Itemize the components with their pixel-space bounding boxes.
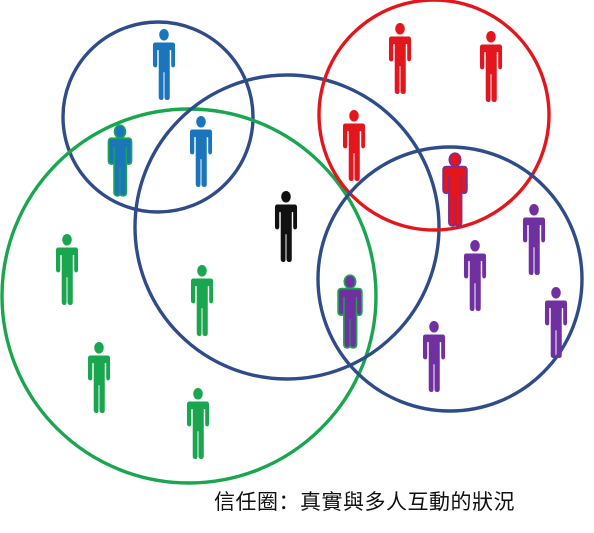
purple-person-icon (422, 321, 446, 393)
center-group-circle (133, 73, 441, 381)
red-person-icon (342, 110, 366, 182)
blue-person-icon (152, 29, 176, 101)
red-purple-person-icon (442, 152, 468, 227)
red-person-icon (388, 23, 412, 95)
green-person-icon (55, 234, 79, 306)
green-person-icon (186, 388, 210, 460)
figures-layer (55, 23, 568, 460)
red-person-icon (479, 31, 503, 103)
purple-green-person-icon (337, 274, 363, 349)
caption: 信任圈：真實與多人互動的狀況 (214, 490, 515, 514)
red-group-circle (317, 0, 551, 232)
circles-layer (0, 0, 584, 485)
purple-person-icon (522, 204, 546, 276)
purple-group-circle (316, 145, 584, 413)
blue-group-circle (61, 20, 255, 214)
purple-person-icon (463, 240, 487, 312)
green-person-icon (87, 342, 111, 414)
blue-green-person-icon (107, 124, 133, 197)
green-person-icon (190, 265, 214, 337)
black-person-icon (274, 191, 298, 263)
blue-person-icon (189, 116, 213, 188)
purple-person-icon (544, 287, 568, 359)
